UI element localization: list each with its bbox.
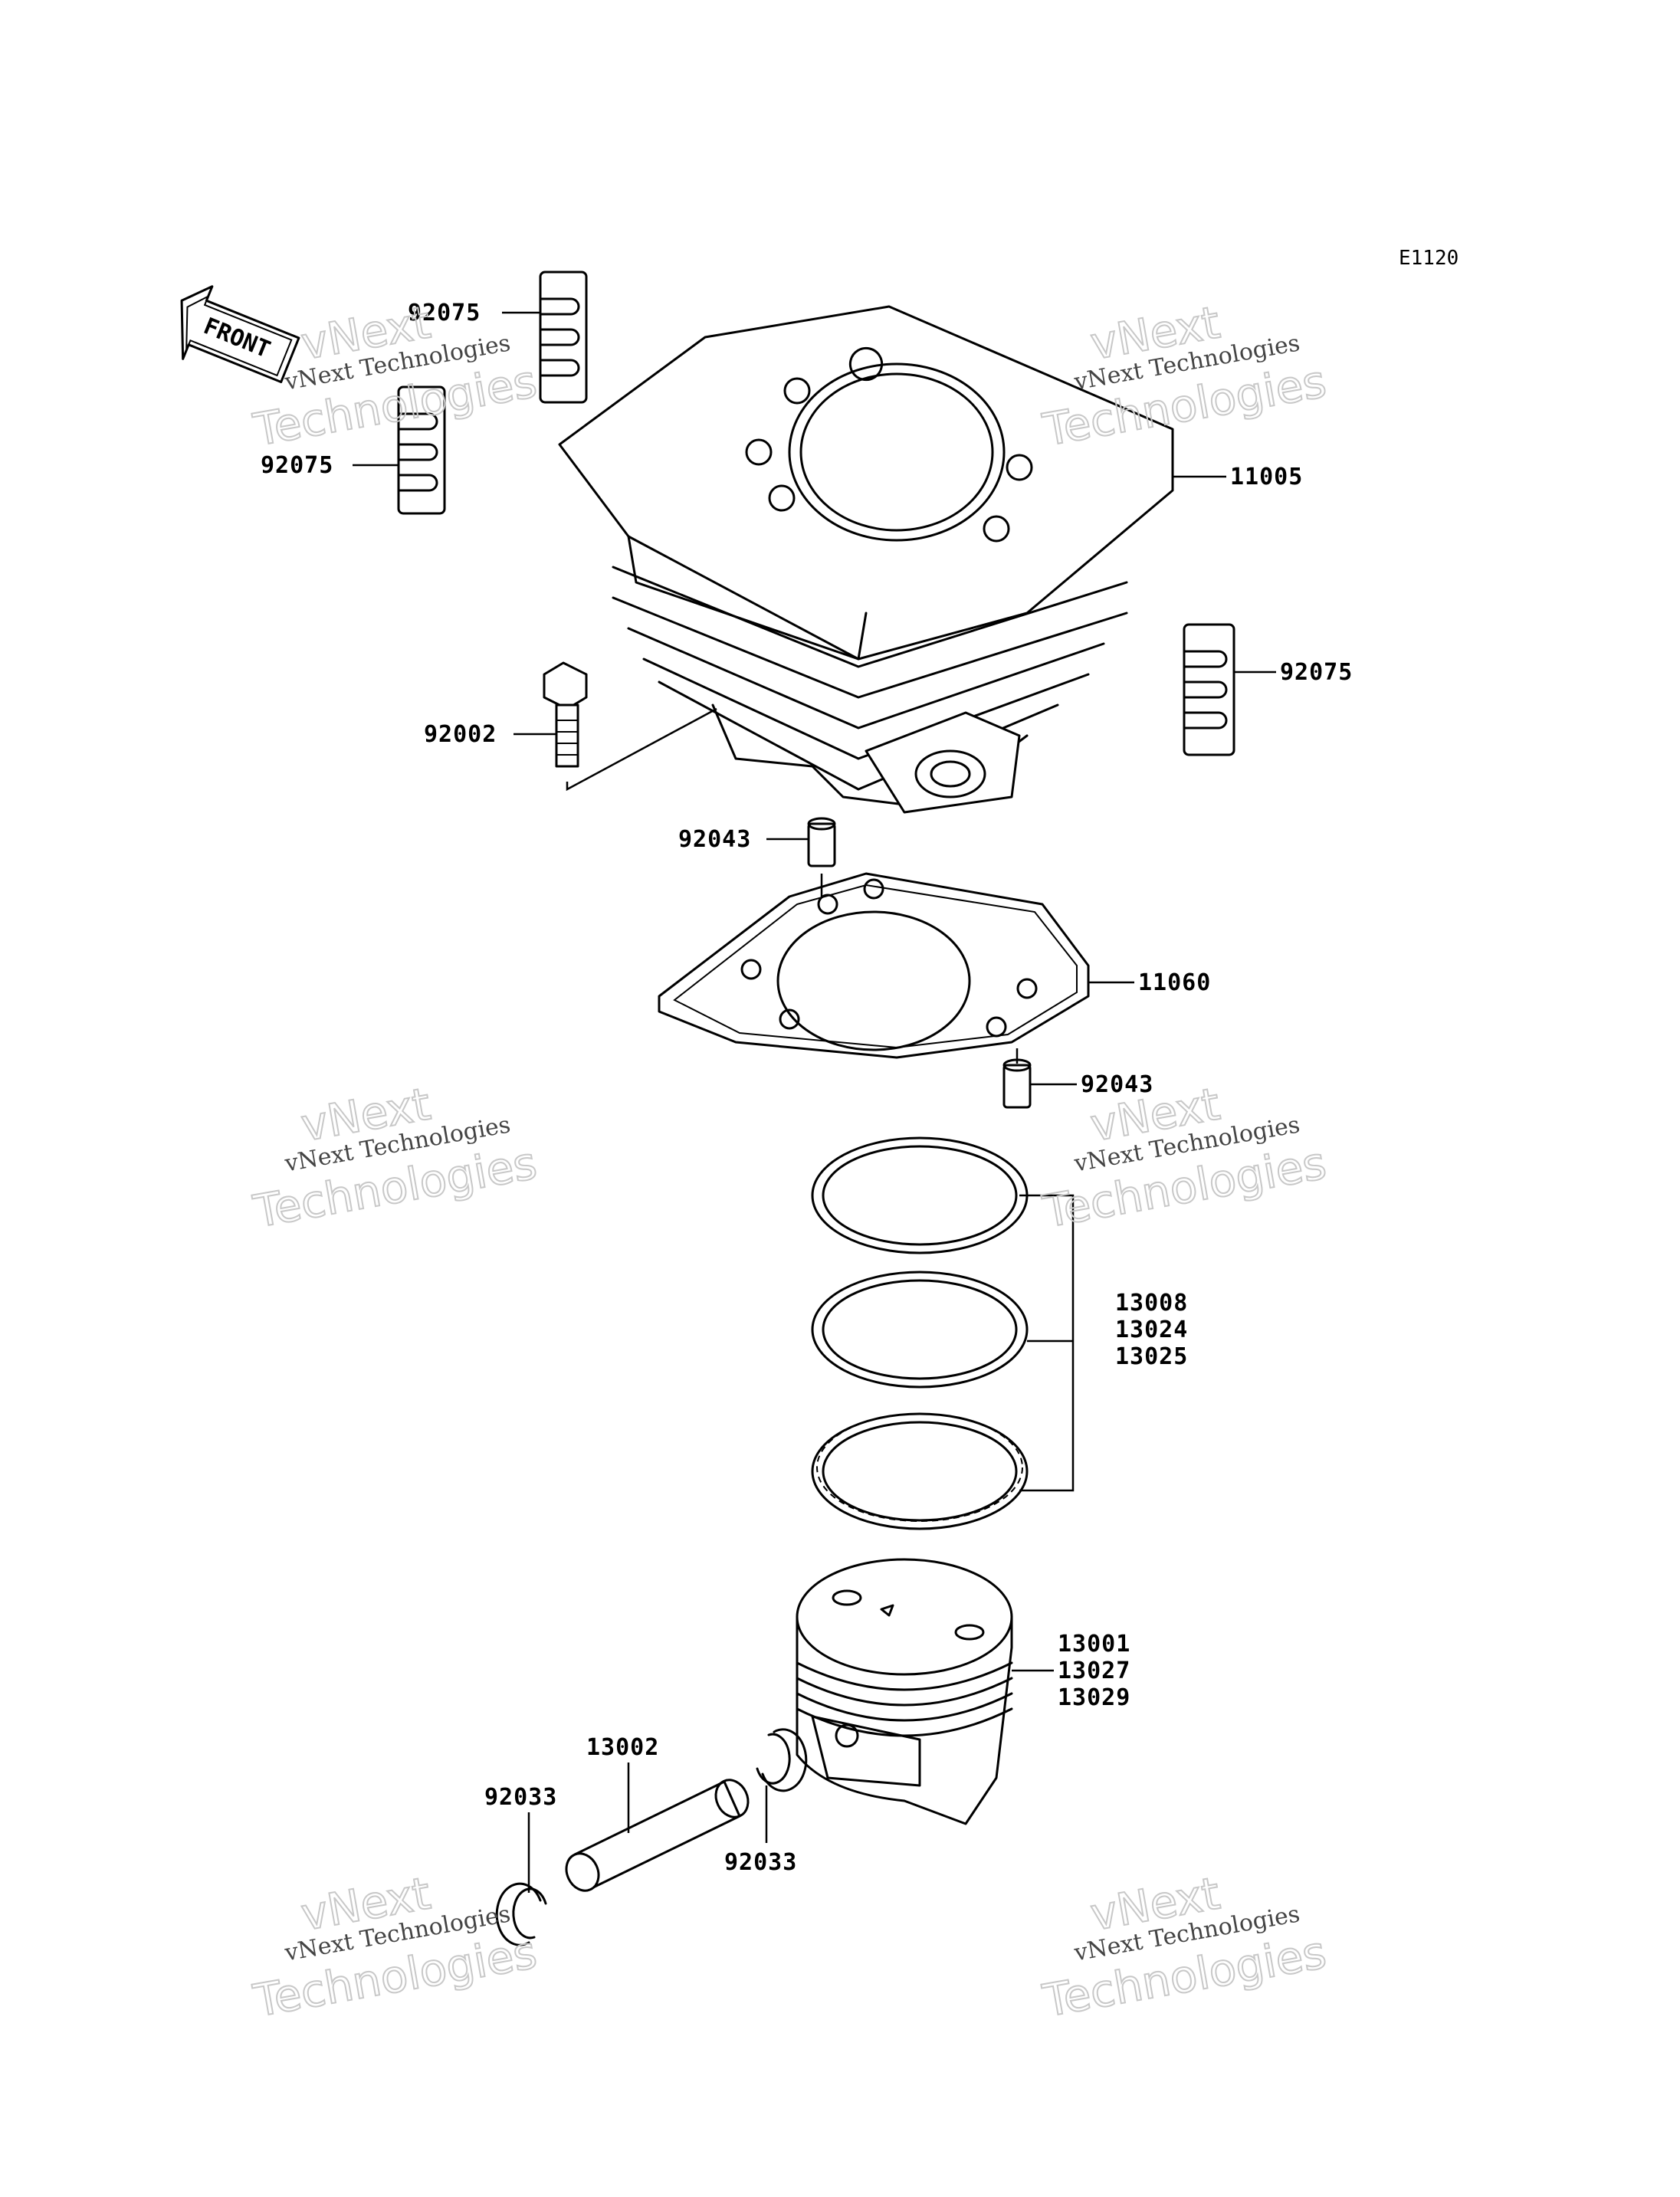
cylinder-11005 <box>558 305 1174 814</box>
watermark-top-right: vNext vNext Technologies Technologies <box>1039 295 1331 457</box>
dowel-pin-92043-bottom <box>1002 1058 1032 1109</box>
base-gasket-11060 <box>658 872 1090 1059</box>
callout-11005: 11005 <box>1230 464 1303 490</box>
piston-pin-13002 <box>565 1779 750 1892</box>
piston-ring-top <box>811 1136 1029 1254</box>
watermark-bottom-left: vNext vNext Technologies Technologies <box>249 1866 542 2028</box>
damper-92075-top <box>539 271 588 404</box>
piston-ring-oil <box>811 1412 1029 1530</box>
damper-92075-right <box>1183 623 1235 756</box>
callout-11060: 11060 <box>1138 969 1211 996</box>
damper-92075-left <box>397 385 446 515</box>
watermark-mid-left: vNext vNext Technologies Technologies <box>249 1077 542 1238</box>
front-arrow-icon: FRONT <box>180 285 300 384</box>
piston-ring-second <box>811 1271 1029 1389</box>
leader-lines <box>353 311 1276 1893</box>
callout-92043-bottom: 92043 <box>1081 1071 1153 1098</box>
rings-bracket <box>1019 1194 1075 1492</box>
watermark-bottom-right: vNext vNext Technologies Technologies <box>1039 1866 1331 2028</box>
callout-92075-right: 92075 <box>1280 659 1353 686</box>
callout-13024: 13024 <box>1115 1317 1188 1343</box>
callout-13025: 13025 <box>1115 1343 1188 1370</box>
callout-13027: 13027 <box>1058 1658 1130 1684</box>
bolt-92002 <box>543 661 717 792</box>
callout-13008: 13008 <box>1115 1290 1188 1317</box>
watermark-mid-right: vNext vNext Technologies Technologies <box>1039 1077 1331 1238</box>
callout-92033-right: 92033 <box>724 1849 797 1876</box>
diagram-code: E1120 <box>1399 247 1459 270</box>
callout-13002: 13002 <box>586 1734 659 1761</box>
callout-92033-left: 92033 <box>484 1784 557 1811</box>
callout-92075-left: 92075 <box>261 452 333 479</box>
piston-13001 <box>796 1558 1013 1825</box>
callout-92075-top: 92075 <box>408 300 481 326</box>
callout-13001: 13001 <box>1058 1631 1130 1658</box>
snap-ring-92033-right <box>756 1728 808 1792</box>
callout-13029: 13029 <box>1058 1684 1130 1711</box>
callout-92043-top: 92043 <box>678 826 751 853</box>
callout-92002: 92002 <box>424 721 497 748</box>
dowel-pin-92043-top <box>807 817 836 867</box>
